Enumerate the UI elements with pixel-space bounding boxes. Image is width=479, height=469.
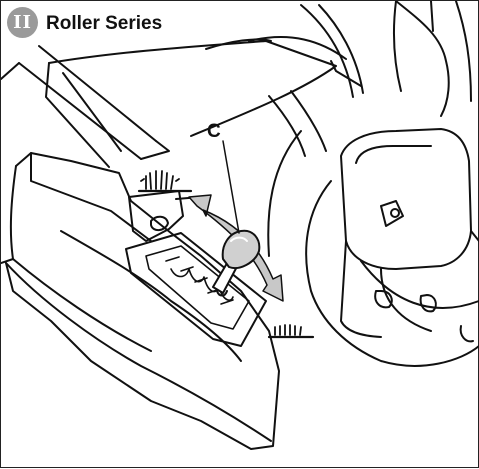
grass-height-low-icon [267,324,315,339]
grass-height-high-icon [137,170,193,193]
mower-body [1,152,280,450]
adjustment-lever [212,229,261,297]
page-title: Roller Series [46,13,163,34]
mower-hood [45,4,364,168]
section-numeral: II [13,12,32,33]
callout-leader-line [222,140,240,234]
section-numeral-badge: II [7,7,38,38]
engine-housing [267,1,479,367]
callout-label-c: C [207,121,221,142]
